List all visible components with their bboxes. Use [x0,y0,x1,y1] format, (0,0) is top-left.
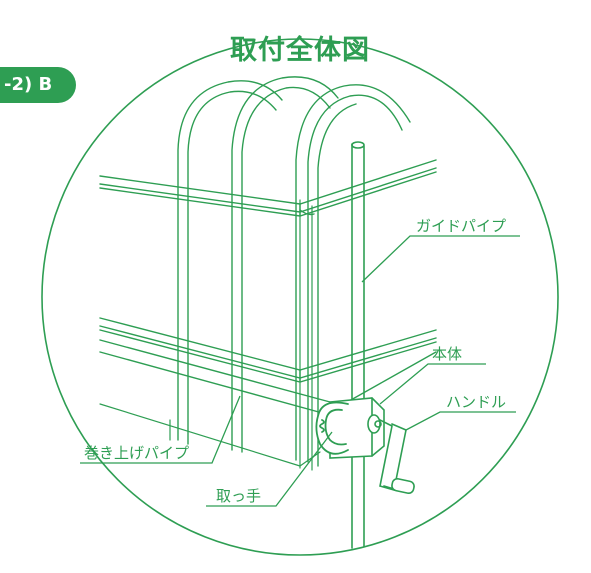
leader-roll-up-pipe [80,395,241,464]
middle-rails [99,317,437,383]
film-lower-edge [99,403,321,467]
diagram-title: 取付全体図 [230,35,370,66]
crank-handle [379,419,415,495]
label-body: 本体 [432,345,463,363]
house-side-edge [299,199,313,471]
section-badge: -2) B [0,67,76,103]
leader-grip [206,431,333,507]
leader-lines [80,235,520,507]
guide-pipe [351,141,365,549]
leader-body [379,363,486,405]
greenhouse-arches [177,76,411,467]
greenhouse-illustration [99,76,437,549]
label-roll-up-pipe: 巻き上げパイプ [84,444,190,462]
leader-guide-pipe [361,235,520,283]
label-handle: ハンドル [446,393,507,411]
label-guide-pipe: ガイドパイプ [416,217,507,235]
leader-handle [405,411,516,431]
upper-rails [99,159,437,217]
label-grip: 取っ手 [216,487,262,505]
winder-grip [315,401,349,455]
